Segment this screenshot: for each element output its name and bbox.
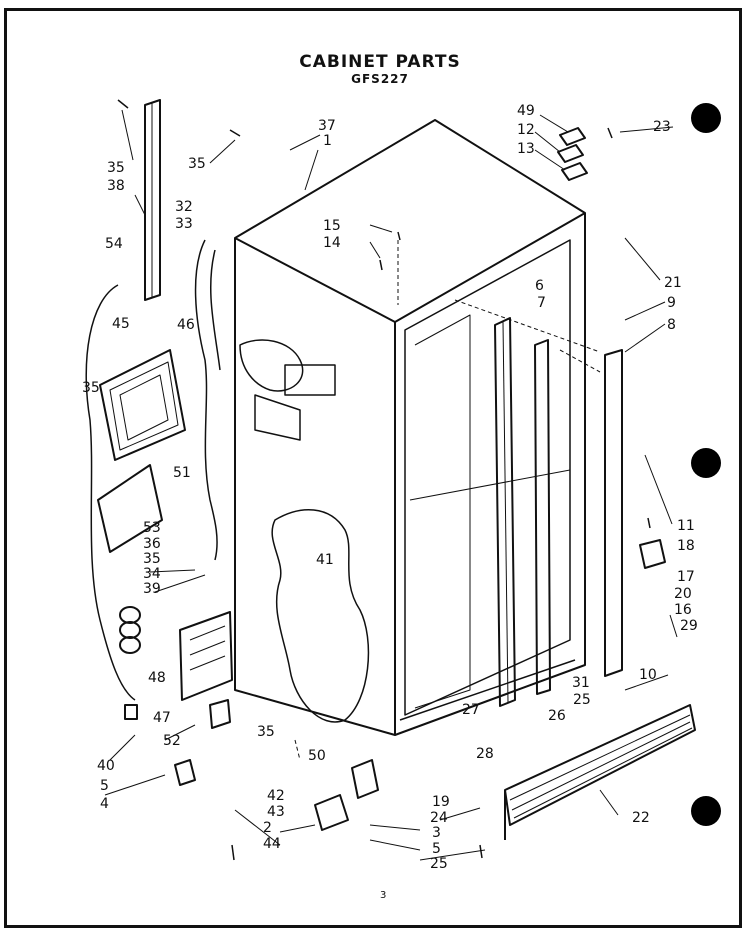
callout-35e: 35 bbox=[257, 724, 275, 740]
callout-47: 47 bbox=[153, 710, 171, 726]
callout-33: 33 bbox=[175, 216, 193, 232]
callout-52: 52 bbox=[163, 733, 181, 749]
callout-40: 40 bbox=[97, 758, 115, 774]
callout-2: 2 bbox=[263, 820, 272, 836]
binder-hole-bottom bbox=[691, 796, 721, 826]
callout-19: 19 bbox=[432, 794, 450, 810]
callout-4: 4 bbox=[100, 796, 109, 812]
callout-27: 27 bbox=[462, 702, 480, 718]
callout-34: 34 bbox=[143, 566, 161, 582]
power-cord bbox=[119, 606, 141, 720]
callout-45: 45 bbox=[112, 316, 130, 332]
callout-24: 24 bbox=[430, 810, 448, 826]
callout-21: 21 bbox=[664, 275, 682, 291]
callout-labels: 35 38 37 1 35 32 33 54 45 46 35 51 53 36… bbox=[82, 103, 698, 872]
callout-13: 13 bbox=[517, 141, 535, 157]
cabinet-body bbox=[234, 119, 586, 736]
callout-46: 46 bbox=[177, 317, 195, 333]
callout-18: 18 bbox=[677, 538, 695, 554]
mullion-strips bbox=[494, 317, 623, 707]
callout-38: 38 bbox=[107, 178, 125, 194]
alignment-lines bbox=[294, 240, 601, 761]
model-number: GFS227 bbox=[351, 72, 409, 86]
binder-hole-middle bbox=[691, 448, 721, 478]
callout-16: 16 bbox=[674, 602, 692, 618]
callout-14: 14 bbox=[323, 235, 341, 251]
callout-35b: 35 bbox=[188, 156, 206, 172]
callout-35c: 35 bbox=[82, 380, 100, 396]
evaporator-heater bbox=[99, 349, 186, 461]
callout-28: 28 bbox=[476, 746, 494, 762]
callout-23: 23 bbox=[653, 119, 671, 135]
callout-35d: 35 bbox=[143, 551, 161, 567]
callout-35a: 35 bbox=[107, 160, 125, 176]
callout-44: 44 bbox=[263, 836, 281, 852]
roller-assemblies bbox=[174, 539, 666, 831]
callout-39: 39 bbox=[143, 581, 161, 597]
callout-36: 36 bbox=[143, 536, 161, 552]
callout-50: 50 bbox=[308, 748, 326, 764]
callout-32: 32 bbox=[175, 199, 193, 215]
callout-25a: 25 bbox=[573, 692, 591, 708]
callout-10: 10 bbox=[639, 667, 657, 683]
callout-6: 6 bbox=[535, 278, 544, 294]
callout-5a: 5 bbox=[100, 778, 109, 794]
callout-3: 3 bbox=[432, 825, 441, 841]
top-hinge-parts bbox=[557, 127, 588, 181]
callout-37: 37 bbox=[318, 118, 336, 134]
callout-48: 48 bbox=[148, 670, 166, 686]
breaker-strip-left bbox=[144, 99, 161, 301]
condenser-unit bbox=[179, 611, 233, 701]
page-border bbox=[4, 8, 742, 928]
callout-42: 42 bbox=[267, 788, 285, 804]
callout-54: 54 bbox=[105, 236, 123, 252]
callout-25b: 25 bbox=[430, 856, 448, 872]
leader-lines bbox=[104, 109, 678, 861]
callout-8: 8 bbox=[667, 317, 676, 333]
binder-hole-top bbox=[691, 103, 721, 133]
callout-29: 29 bbox=[680, 618, 698, 634]
callout-26: 26 bbox=[548, 708, 566, 724]
insulation-panel bbox=[97, 464, 163, 553]
callout-20: 20 bbox=[674, 586, 692, 602]
callout-5b: 5 bbox=[432, 841, 441, 857]
callout-51: 51 bbox=[173, 465, 191, 481]
callout-49: 49 bbox=[517, 103, 535, 119]
callout-41: 41 bbox=[316, 552, 334, 568]
callout-53: 53 bbox=[143, 520, 161, 536]
callout-17: 17 bbox=[677, 569, 695, 585]
toe-grille bbox=[504, 704, 696, 840]
callout-1: 1 bbox=[323, 133, 332, 149]
wiring-harness bbox=[85, 239, 221, 701]
callout-9: 9 bbox=[667, 295, 676, 311]
callout-7: 7 bbox=[537, 295, 546, 311]
callout-12: 12 bbox=[517, 122, 535, 138]
callout-15: 15 bbox=[323, 218, 341, 234]
screws bbox=[117, 99, 651, 861]
callout-11: 11 bbox=[677, 518, 695, 534]
page-number: 3 bbox=[380, 890, 387, 901]
diagram-title: CABINET PARTS bbox=[299, 52, 461, 72]
callout-22: 22 bbox=[632, 810, 650, 826]
callout-43: 43 bbox=[267, 804, 285, 820]
callout-31: 31 bbox=[572, 675, 590, 691]
